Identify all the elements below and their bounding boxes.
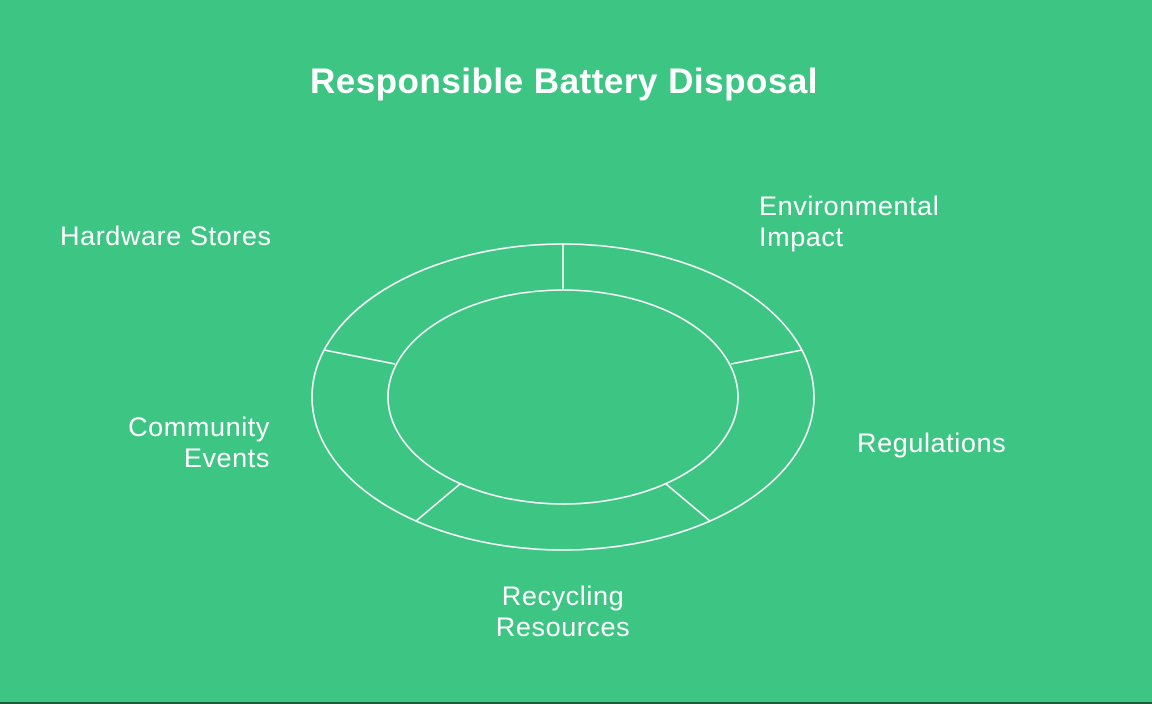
segment-label-environmental-impact: Environmental Impact — [759, 191, 940, 252]
segment-label-community-events: Community Events — [128, 412, 270, 473]
segment-label-recycling-resources: Recycling Resources — [495, 581, 631, 642]
inner-ring — [387, 289, 739, 505]
segment-label-hardware-stores: Hardware Stores — [60, 221, 272, 251]
segment-divider-bottom-left — [415, 483, 461, 522]
segment-divider-bottom-right — [665, 483, 711, 522]
diagram-title: Responsible Battery Disposal — [309, 62, 819, 101]
segment-divider-right — [730, 349, 803, 365]
segment-label-regulations: Regulations — [857, 428, 1007, 458]
segment-divider-left — [323, 349, 396, 365]
bottom-border — [0, 702, 1152, 704]
